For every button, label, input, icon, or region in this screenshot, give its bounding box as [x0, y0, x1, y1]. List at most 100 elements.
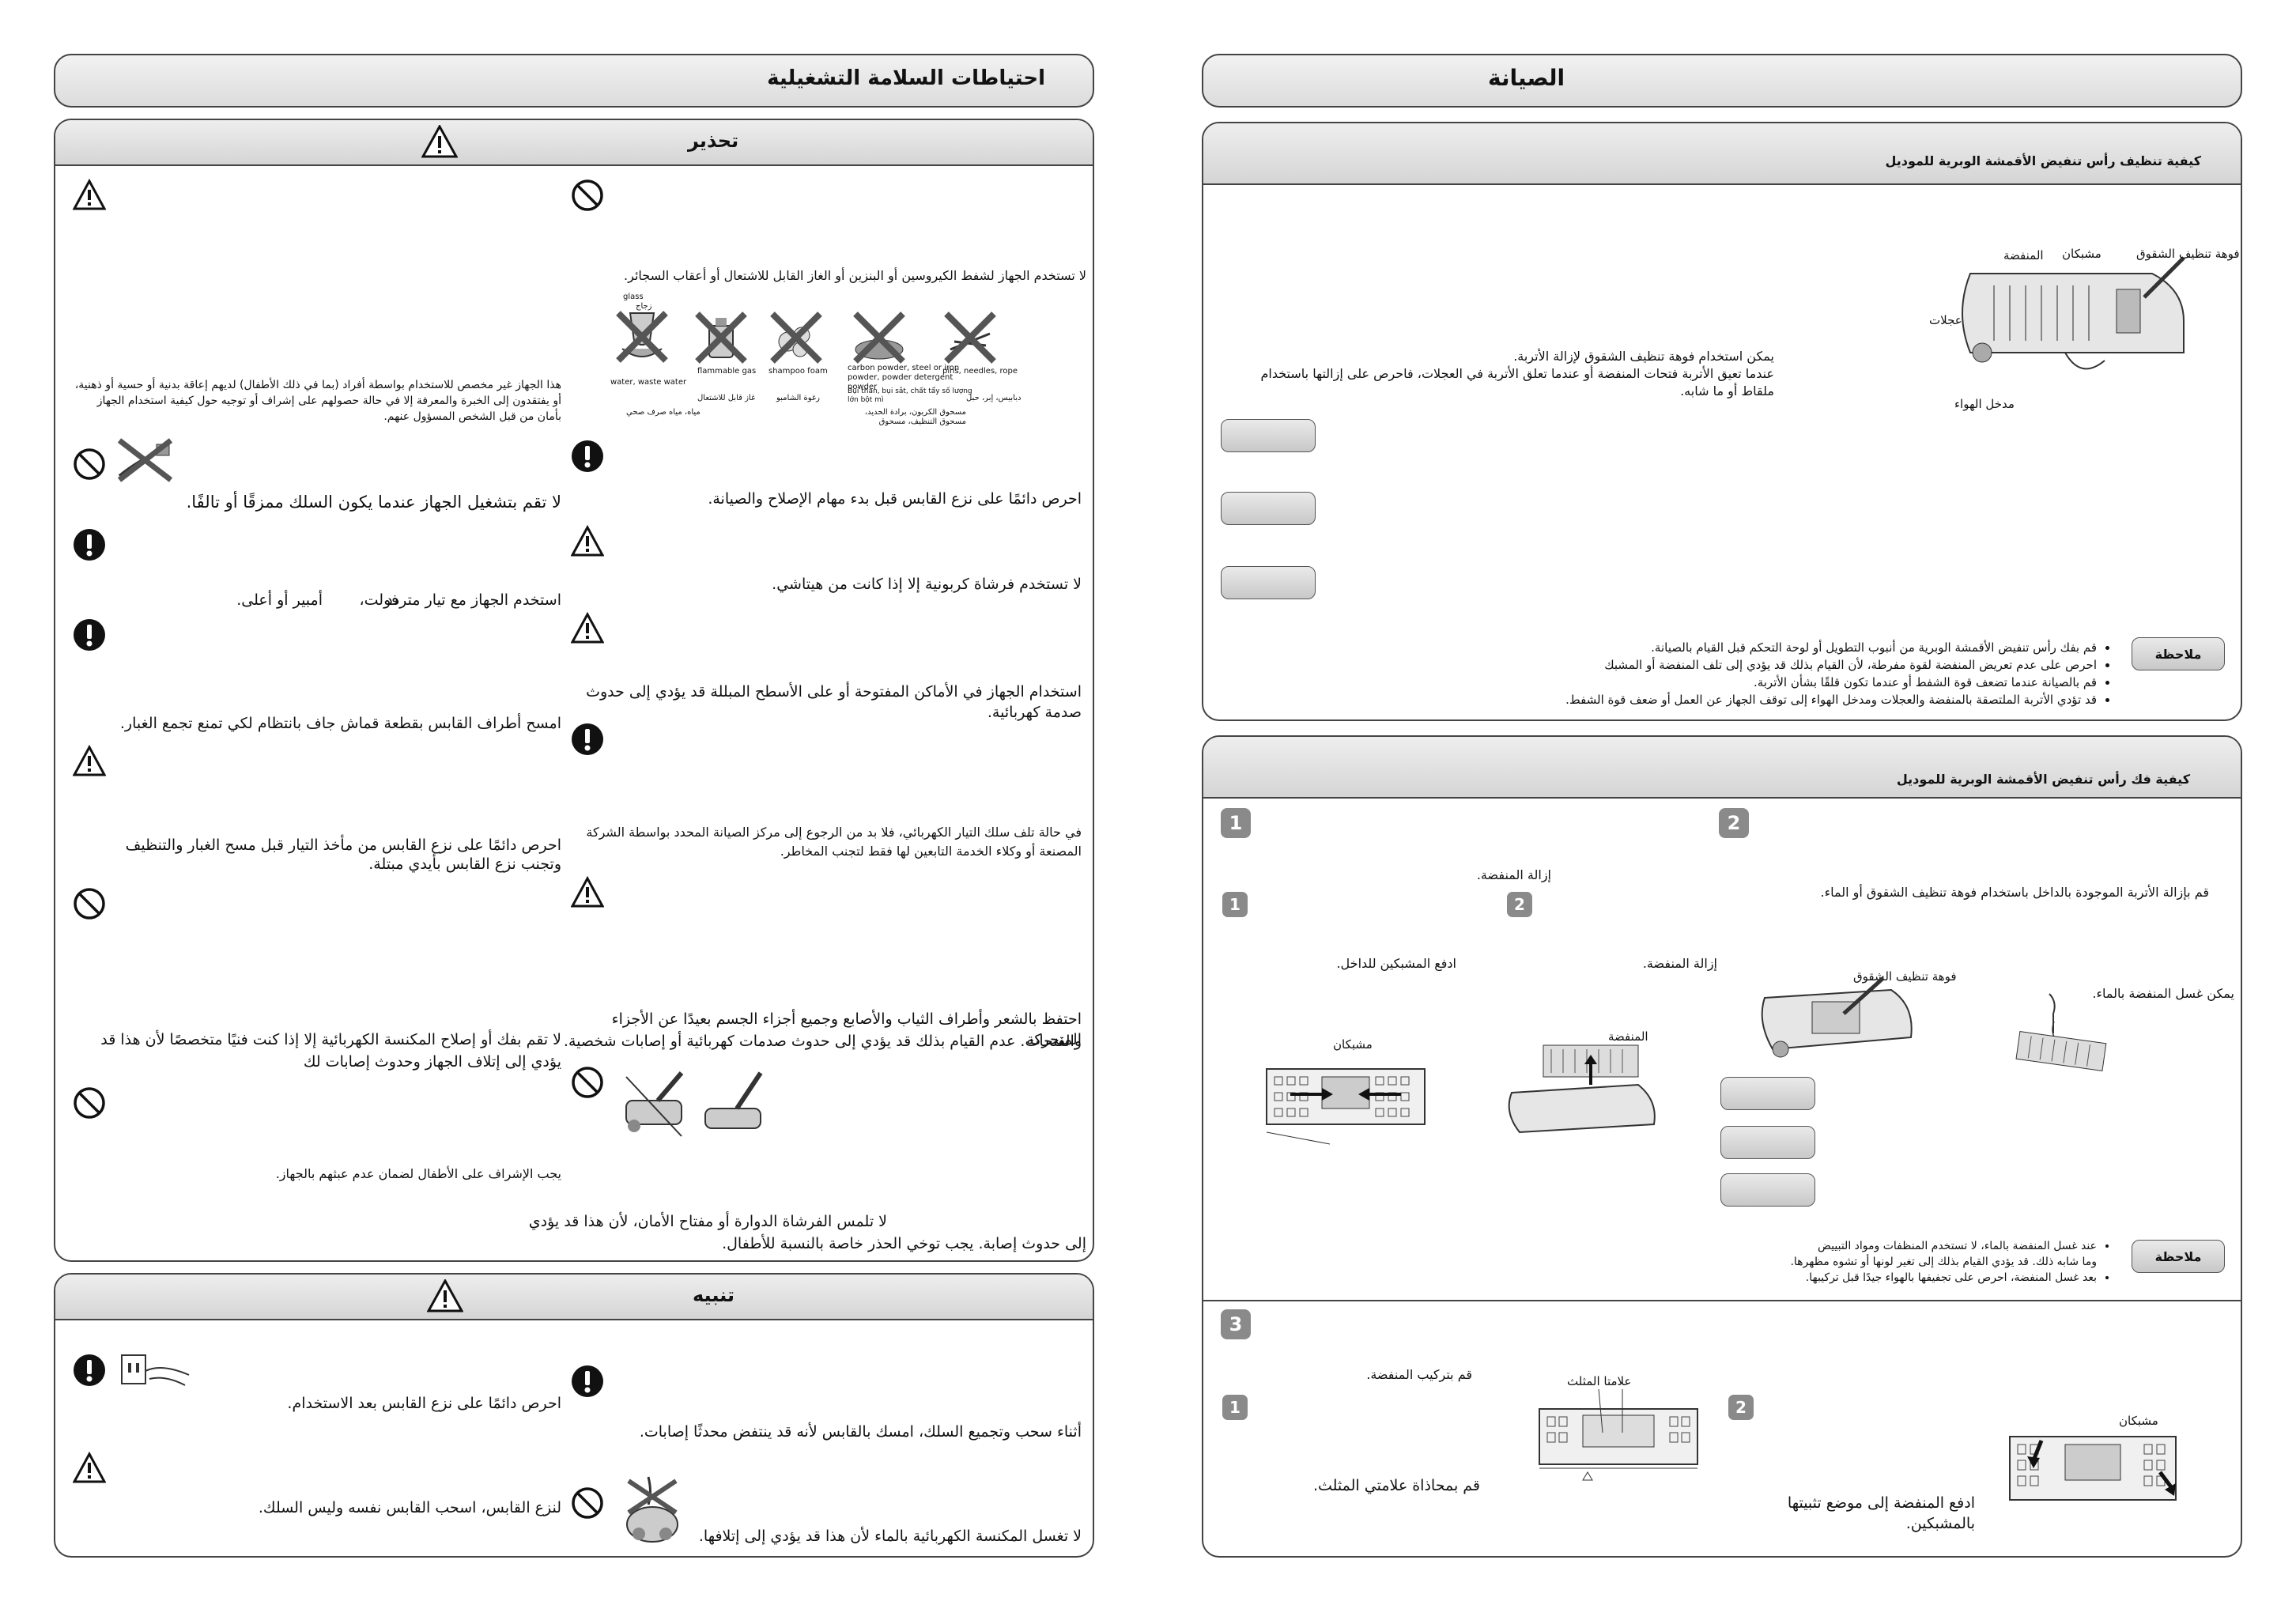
label-filter: المنفضة — [2003, 248, 2044, 262]
carbon-label-vn: Bụi than, bụi sắt, chất tẩy số lượng lớn… — [848, 387, 972, 404]
push-to-fix-text-b: بالمشبكين. — [1905, 1515, 1975, 1532]
prohibit-icon — [572, 179, 603, 211]
mandatory-icon — [572, 723, 603, 755]
label-inlet: مدخل الهواء — [1954, 397, 2015, 411]
warning-triangle-icon — [73, 179, 106, 210]
align-marks-text: قم بمحاذاة علامتي المثلث. — [1312, 1477, 1480, 1494]
carpet-head-illustration — [1962, 256, 2185, 370]
push-to-fix-text-a: ادفع المنفضة إلى موضع تثبيتها — [1787, 1494, 1975, 1512]
clips-label-3: مشبكان — [2119, 1414, 2158, 1428]
warning-triangle-icon — [73, 1452, 106, 1483]
caution-l1: احرص دائمًا على نزع القابس بعد الاستخدام… — [287, 1395, 561, 1412]
glass-picto-icon — [616, 311, 668, 363]
prohibit-icon — [572, 1487, 603, 1519]
warning-l4: امسح أطراف القابس بقطعة قماش جاف بانتظام… — [119, 715, 561, 732]
warning-l1c: بأمان من قبل الشخص المسؤول عنهم. — [383, 410, 561, 423]
left-page-title: احتياطات السلامة التشغيلية — [767, 66, 1045, 90]
warning-r5b: المصنعة أو وكلاء الخدمة التابعين لها فقط… — [780, 844, 1082, 859]
prohibit-icon — [74, 448, 105, 480]
shampoo-picto-icon — [770, 312, 822, 364]
shampoo-label-ar: رغوة الشامبو — [776, 394, 820, 402]
glass-label-ar: زجاج — [636, 302, 652, 311]
right-title-bar: الصيانة — [1202, 54, 2242, 108]
cleaning-header: كيفية تنظيف رأس تنفيض الأقمشة الوبرية لل… — [1203, 123, 2241, 185]
warning-r6b: والفتحات. عدم القيام بذلك قد يؤدي إلى حد… — [563, 1033, 1082, 1050]
remove-filter-text: إزالة المنفضة. — [1476, 867, 1551, 882]
flammable-label-en: flammable gas — [697, 367, 757, 376]
washable-text: يمكن غسل المنفضة بالماء. — [2092, 986, 2234, 1001]
note-item: عند غسل المنفضة بالماء، لا تستخدم المنظف… — [1654, 1238, 2097, 1254]
warning-header: تحذير — [55, 120, 1093, 166]
warning-l3a: استخدم الجهاز مع تيار متردد — [386, 591, 561, 609]
cleaning-text-1: يمكن استخدام فوهة تنظيف الشقوق لإزالة ال… — [1513, 349, 1774, 364]
warning-l1b: أو يفتقدون إلى الخبرة والمعرفة إلا في حا… — [96, 395, 561, 407]
pins-label-en: pins, needles, rope — [942, 367, 1018, 376]
note-item: وما شابه ذلك. قد يؤدي القيام بذلك إلى تغ… — [1790, 1256, 2097, 1268]
washing-filter-illustration — [2015, 993, 2107, 1072]
warning-l7: يجب الإشراف على الأطفال لضمان عدم عبثهم … — [275, 1166, 561, 1181]
remove-dust-text: قم بإزالة الأتربة الموجودة بالداخل باستخ… — [1820, 885, 2209, 900]
flammable-gas-picto-icon — [695, 312, 747, 364]
water-label-en: water, waste water — [610, 378, 687, 387]
shampoo-label-en: shampoo foam — [768, 367, 828, 376]
warning-l2: لا تقم بتشغيل الجهاز عندما يكون السلك مم… — [186, 493, 561, 512]
disassembly-section: كيفية فك رأس تنفيض الأقمشة الوبرية للمود… — [1202, 735, 2242, 1558]
carbon-label-en: carbon powder, steel or iron powder, pow… — [848, 364, 960, 391]
warning-l6b: يؤدي إلى إتلاف الجهاز وحدوث إصابات لك — [303, 1053, 561, 1071]
push-clips-text: ادفع المشبكين للداخل. — [1336, 956, 1456, 971]
right-page-title: الصيانة — [1488, 65, 1565, 91]
warning-r7b: إلى حدوث إصابة. يجب توخي الحذر خاصة بالن… — [722, 1235, 1086, 1252]
section-divider — [1203, 1300, 2241, 1301]
warning-l3c: أمبير أو أعلى. — [236, 591, 323, 609]
left-title-bar: احتياطات السلامة التشغيلية — [54, 54, 1094, 108]
substep-2-badge: 2 — [1728, 1395, 1754, 1420]
label-wheels: عجلات — [1929, 313, 1962, 327]
warning-l5b: وتجنب نزع القابس بأيدي مبتلة. — [368, 855, 561, 873]
label-brush: فوهة تنظيف الشقوق — [2136, 247, 2240, 261]
substep-2-badge: 2 — [1507, 892, 1532, 917]
push-clips-illustration — [1266, 1068, 1426, 1145]
flammable-label-ar: غاز قابل للاشتعال — [697, 394, 756, 402]
cleaning-section: كيفية تنظيف رأس تنفيض الأقمشة الوبرية لل… — [1202, 122, 2242, 721]
warning-heading: تحذير — [688, 130, 739, 152]
triangle-marks-label: علامتا المثلث — [1567, 1374, 1632, 1388]
note-item: بعد غسل المنفضة، احرص على تجفيفها بالهوا… — [1654, 1270, 2097, 1286]
warning-r7a: لا تلمس الفرشاة الدوارة أو مفتاح الأمان،… — [528, 1213, 887, 1230]
pins-label-ar: دبابيس، إبر، حبل — [966, 394, 1021, 402]
caution-r1: أثناء سحب وتجميع السلك، امسك بالقابس لأن… — [639, 1423, 1082, 1441]
note-item: احرص على عدم تعريض المنفضة لقوة مفرطة، ل… — [1385, 656, 2097, 674]
mandatory-icon — [74, 1354, 105, 1386]
align-marks-illustration — [1539, 1388, 1698, 1481]
rotating-brush-illustration — [625, 1071, 763, 1137]
clips-label: مشبكان — [1333, 1037, 1373, 1052]
model-label-box — [1221, 492, 1316, 525]
push-to-fix-illustration — [2009, 1436, 2177, 1501]
warning-l5a: احرص دائمًا على نزع القابس من مأخذ التيا… — [125, 837, 561, 854]
caution-heading: تنبيه — [693, 1284, 734, 1306]
water-label-ar: مياه، مياه صرف صحي — [626, 408, 701, 417]
warning-triangle-icon — [571, 876, 604, 908]
warning-r6a: احتفظ بالشعر وأطراف الثياب والأصابع وجمي… — [611, 1010, 1082, 1048]
model-label-box — [1221, 566, 1316, 599]
warning-l6a: لا تقم بفك أو إصلاح المكنسة الكهربائية إ… — [100, 1031, 561, 1048]
warning-triangle-icon — [571, 525, 604, 557]
warning-r2: احرص دائمًا على نزع القابس قبل بدء مهام … — [708, 490, 1082, 508]
install-filter-text: قم بتركيب المنفضة. — [1366, 1367, 1472, 1382]
note-item: قم بفك رأس تنفيض الأقمشة الوبرية من أنبو… — [1385, 639, 2097, 656]
cleaning-text-3: ملقاط أو ما شابه. — [1680, 383, 1774, 398]
model-label-box — [1720, 1173, 1815, 1207]
cleaning-heading: كيفية تنظيف رأس تنفيض الأقمشة الوبرية لل… — [1885, 153, 2201, 168]
warning-panel: تحذير لا تستخدم الجهاز لشفط الكيروسين أو… — [54, 119, 1094, 1262]
brush-cleaning-illustration — [1761, 976, 1913, 1058]
damaged-cord-icon — [117, 438, 173, 482]
note-badge: ملاحظة — [2132, 637, 2225, 670]
warning-r4: استخدام الجهاز في الأماكن المفتوحة أو عل… — [586, 683, 1082, 721]
mandatory-icon — [572, 1365, 603, 1397]
note-badge: ملاحظة — [2132, 1240, 2225, 1273]
substep-1-badge: 1 — [1222, 892, 1248, 917]
warning-r1: لا تستخدم الجهاز لشفط الكيروسين أو البنز… — [624, 268, 1086, 283]
unplug-hand-icon — [121, 1354, 190, 1386]
disassembly-heading: كيفية فك رأس تنفيض الأقمشة الوبرية للمود… — [1896, 772, 2190, 787]
caution-l2: لنزع القابس، اسحب القابس نفسه وليس السلك… — [258, 1499, 561, 1516]
no-washing-vacuum-illustration — [626, 1476, 678, 1543]
